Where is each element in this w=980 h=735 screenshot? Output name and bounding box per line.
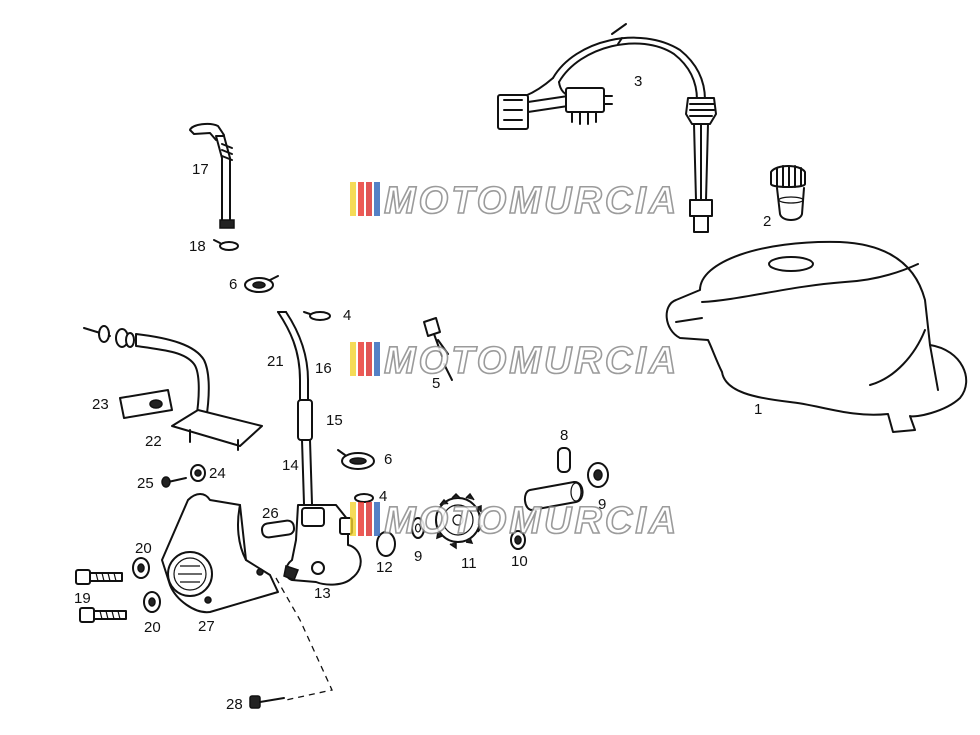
callout-19: 19	[74, 590, 91, 607]
part-24-nut	[190, 464, 206, 482]
watermark-stripe-2	[358, 342, 364, 376]
callout-9-right: 9	[598, 496, 606, 513]
watermark-stripe-2	[358, 182, 364, 216]
watermark-stripe-2	[358, 502, 364, 536]
part-6-hose-clamp-lower	[337, 449, 375, 470]
callout-4-lower: 4	[379, 488, 387, 505]
callout-10: 10	[511, 553, 528, 570]
callout-2: 2	[763, 213, 771, 230]
part-14-hose-lower	[301, 439, 313, 505]
part-27-pump-cover	[161, 493, 279, 614]
part-19-screw-lower	[79, 607, 127, 623]
callout-28: 28	[226, 696, 243, 713]
watermark-stripe-1	[350, 182, 356, 216]
callout-23: 23	[92, 396, 109, 413]
watermark-stripe-4	[374, 502, 380, 536]
part-6-hose-clamp-upper	[244, 275, 279, 293]
part-13-oil-pump	[283, 504, 362, 586]
callout-22: 22	[145, 433, 162, 450]
part-19-screw-upper	[75, 569, 123, 585]
callouts: 1 2 3 4 4 5 6 6 8 9 9 10 11 12 13 14 15 …	[74, 73, 771, 713]
part-23-filter-cover	[119, 389, 173, 419]
part-9-washer-right	[587, 462, 609, 488]
callout-18: 18	[189, 238, 206, 255]
part-15-hose-sleeve	[297, 399, 313, 441]
watermark-text: MOTOMURCIA	[384, 500, 679, 542]
assembly-line	[275, 577, 333, 701]
callout-21: 21	[267, 353, 284, 370]
watermark-stripe-1	[350, 342, 356, 376]
part-9-washer	[411, 517, 425, 539]
callout-14: 14	[282, 457, 299, 474]
watermark-stripe-4	[374, 342, 380, 376]
part-8-pin	[557, 447, 571, 473]
part-3-level-sensor-harness	[497, 23, 717, 233]
watermark-text: MOTOMURCIA	[384, 180, 679, 222]
watermark-stripe-4	[374, 182, 380, 216]
part-4-clip-upper	[303, 311, 331, 321]
part-17-vent-pipe	[189, 122, 235, 229]
callout-6-upper: 6	[229, 276, 237, 293]
callout-8: 8	[560, 427, 568, 444]
part-18-clip	[213, 239, 239, 251]
callout-16: 16	[315, 360, 332, 377]
callout-17: 17	[192, 161, 209, 178]
part-25-bolt	[161, 476, 187, 488]
part-5-connector	[423, 317, 453, 381]
part-2-tank-cap	[770, 165, 806, 221]
callout-24: 24	[209, 465, 226, 482]
callout-20-upper: 20	[135, 540, 152, 557]
callout-3: 3	[634, 73, 642, 90]
callout-1: 1	[754, 401, 762, 418]
callout-12: 12	[376, 559, 393, 576]
part-26-shaft	[260, 519, 296, 539]
part-22-filter-line	[83, 325, 263, 451]
part-10-retainer	[510, 530, 526, 550]
callout-6-lower: 6	[384, 451, 392, 468]
part-drive-sleeve	[524, 481, 584, 511]
part-12-o-ring	[376, 531, 396, 557]
callout-13: 13	[314, 585, 331, 602]
watermark-stripe-3	[366, 182, 372, 216]
watermark-text: MOTOMURCIA	[384, 340, 679, 382]
callout-4-upper: 4	[343, 307, 351, 324]
callout-11: 11	[461, 555, 477, 572]
part-20-washer-lower	[143, 591, 161, 613]
callout-15: 15	[326, 412, 343, 429]
callout-9: 9	[414, 548, 422, 565]
part-11-drive-gear	[435, 492, 484, 550]
callout-27: 27	[198, 618, 215, 635]
part-16-oil-hose	[277, 311, 309, 401]
watermark-bottom: MOTOMURCIA	[350, 499, 679, 543]
watermark-stripe-3	[366, 342, 372, 376]
part-28-screw	[249, 695, 285, 709]
callout-20-lower: 20	[144, 619, 161, 636]
part-20-washer-upper	[132, 557, 150, 579]
watermark-stripe-1	[350, 502, 356, 536]
callout-25: 25	[137, 475, 154, 492]
watermark-stripe-3	[366, 502, 372, 536]
part-1-oil-tank	[665, 240, 968, 433]
watermark-middle: MOTOMURCIA	[350, 339, 679, 383]
callout-26: 26	[262, 505, 279, 522]
callout-5: 5	[432, 375, 440, 392]
part-4-clip-lower	[354, 493, 374, 503]
watermark-top: MOTOMURCIA	[350, 179, 679, 223]
